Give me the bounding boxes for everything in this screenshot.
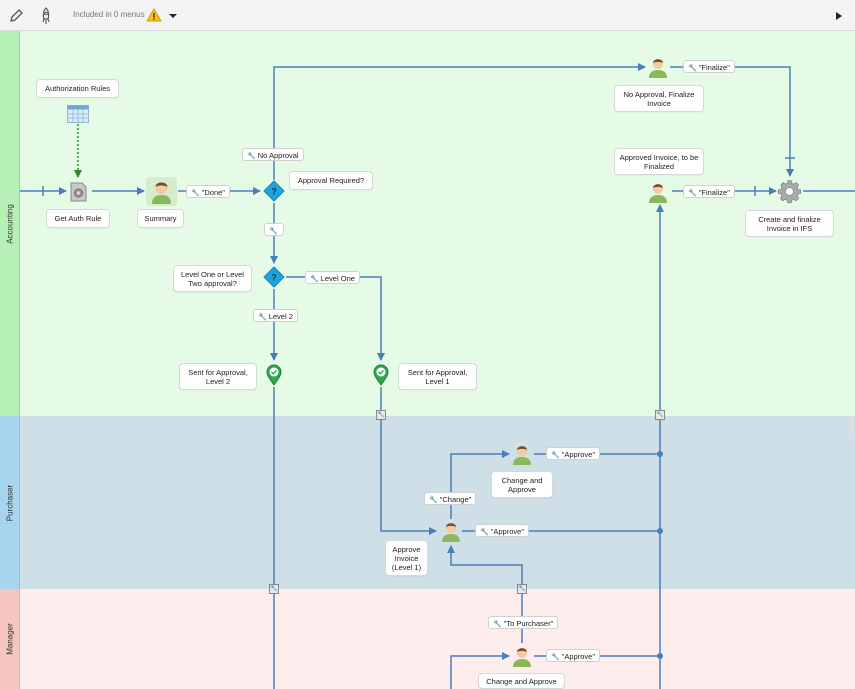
level-gateway-icon[interactable]: ? — [263, 266, 285, 293]
scrollbar-thumb[interactable] — [850, 418, 853, 434]
wrench-icon: 🔧 — [310, 276, 319, 283]
change-tag[interactable]: 🔧"Change" — [424, 492, 477, 505]
get-auth-rule-label: Get Auth Rule — [46, 209, 110, 228]
tag-label: "Finalize" — [698, 63, 730, 72]
wrench-icon: 🔧 — [247, 153, 256, 160]
boundary-wrench-icon[interactable]: 🔧 — [655, 410, 665, 420]
level1-end-marker-icon[interactable] — [373, 364, 389, 391]
tag-label: "To Purchaser" — [503, 619, 554, 628]
script-task-icon[interactable] — [67, 181, 89, 208]
change-and-approve-manager-label: Change and Approve — [478, 673, 565, 689]
wrench-icon: 🔧 — [258, 314, 267, 321]
authorization-rules-label: Authorization Rules — [36, 79, 119, 98]
approve-tag-purchaser[interactable]: 🔧"Approve" — [475, 524, 529, 537]
lane-header: Manager — [0, 589, 20, 689]
user-icon[interactable] — [647, 180, 669, 209]
tag-label: "Change" — [439, 495, 472, 504]
approval-gateway-icon[interactable]: ? — [263, 180, 285, 207]
wrench-icon: 🔧 — [269, 228, 278, 235]
approval-required-label: Approval Required? — [289, 171, 373, 190]
wrench-icon: 🔧 — [688, 65, 697, 72]
user-icon[interactable] — [511, 442, 533, 471]
menus-status-text: Included in 0 menus — [73, 10, 145, 19]
approve-invoice-level1-label: Approve Invoice (Level 1) — [385, 540, 428, 576]
wrench-icon: 🔧 — [688, 190, 697, 197]
wrench-icon: 🔧 — [480, 529, 489, 536]
create-finalize-label: Create and finalize Invoice in IFS — [745, 210, 834, 237]
level-one-tag[interactable]: 🔧Level One — [305, 271, 360, 284]
lane-header: Purchaser — [0, 416, 20, 589]
warning-icon — [146, 7, 166, 27]
wrench-icon: 🔧 — [429, 497, 438, 504]
tag-label: Level One — [320, 274, 355, 283]
summary-user-task[interactable] — [146, 177, 177, 206]
level-2-tag[interactable]: 🔧Level 2 — [253, 309, 298, 322]
lane-header: Accounting — [0, 31, 20, 416]
approve-tag-purchaser-top[interactable]: 🔧"Approve" — [546, 447, 600, 460]
tag-label: "Finalize" — [698, 188, 730, 197]
user-icon[interactable] — [440, 519, 462, 548]
tag-label: "Approve" — [561, 450, 595, 459]
to-purchaser-tag[interactable]: 🔧"To Purchaser" — [488, 616, 559, 629]
boundary-wrench-icon[interactable]: 🔧 — [376, 410, 386, 420]
play-icon[interactable] — [831, 6, 851, 26]
condition-tag[interactable]: 🔧 — [264, 223, 284, 236]
wrench-icon: 🔧 — [191, 190, 200, 197]
lane-manager: Manager — [0, 589, 855, 689]
approved-to-be-finalized-label: Approved Invoice, to be Finalized — [614, 148, 704, 175]
svg-text:?: ? — [271, 187, 277, 197]
wrench-icon: 🔧 — [493, 621, 502, 628]
pencil-icon[interactable] — [6, 6, 26, 26]
toolbar: Included in 0 menus — [0, 0, 855, 31]
rocket-icon[interactable] — [36, 6, 56, 26]
gear-icon[interactable] — [777, 179, 802, 209]
tag-label: No Approval — [257, 151, 299, 160]
wrench-icon: 🔧 — [551, 452, 560, 459]
boundary-wrench-icon[interactable]: 🔧 — [517, 584, 527, 594]
done-tag[interactable]: 🔧"Done" — [186, 185, 230, 198]
sent-level1-label: Sent for Approval, Level 1 — [398, 363, 477, 390]
change-and-approve-purchaser-label: Change and Approve — [491, 471, 553, 498]
tag-label: Level 2 — [268, 312, 293, 321]
user-icon[interactable] — [647, 55, 669, 84]
level2-end-marker-icon[interactable] — [266, 364, 282, 391]
tag-label: "Done" — [201, 188, 225, 197]
tag-label: "Approve" — [490, 527, 524, 536]
finalize-tag-top[interactable]: 🔧"Finalize" — [683, 60, 735, 73]
chevron-down-icon[interactable] — [166, 6, 186, 26]
level-gateway-label: Level One or Level Two approval? — [173, 265, 252, 292]
boundary-wrench-icon[interactable]: 🔧 — [269, 584, 279, 594]
wrench-icon: 🔧 — [551, 654, 560, 661]
summary-label: Summary — [137, 209, 184, 228]
finalize-tag-mid[interactable]: 🔧"Finalize" — [683, 185, 735, 198]
no-approval-tag[interactable]: 🔧No Approval — [242, 148, 304, 161]
approve-tag-manager[interactable]: 🔧"Approve" — [546, 649, 600, 662]
tag-label: "Approve" — [561, 652, 595, 661]
svg-text:?: ? — [271, 273, 277, 283]
user-icon — [152, 182, 171, 204]
no-approval-finalize-label: No Approval, Finalize Invoice — [614, 85, 704, 112]
data-table-icon[interactable] — [67, 105, 89, 128]
user-icon[interactable] — [511, 644, 533, 673]
sent-level2-label: Sent for Approval, Level 2 — [179, 363, 257, 390]
